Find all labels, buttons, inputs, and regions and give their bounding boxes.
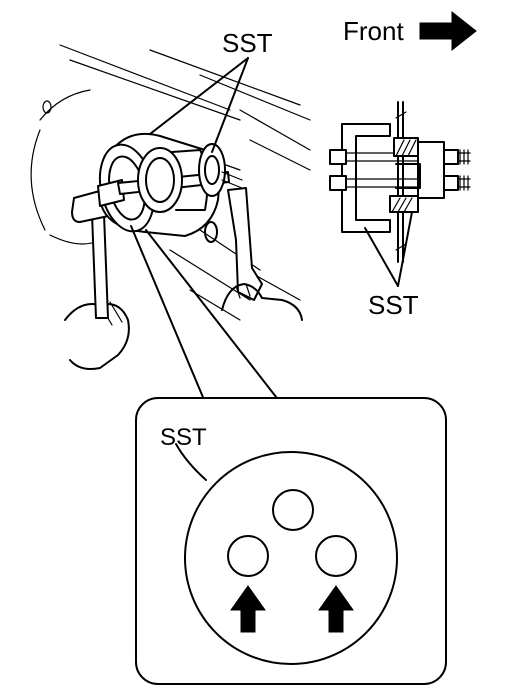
front-label: Front <box>343 16 404 46</box>
up-arrow-icon <box>230 585 266 633</box>
sst-tool-assembly <box>97 132 263 301</box>
vehicle-body-lines <box>30 44 311 321</box>
right-arrow-icon <box>419 10 477 52</box>
sst-label-top: SST <box>222 28 273 58</box>
up-arrow-icon <box>318 585 354 633</box>
right-hand <box>221 283 303 321</box>
sst-label-right: SST <box>368 290 419 320</box>
inset-detail <box>135 397 447 685</box>
cross-section-detail <box>329 101 471 287</box>
sst-top-leaders <box>149 57 249 153</box>
sst-label-inset: SST <box>160 424 207 451</box>
magnifier-leaders <box>130 225 281 403</box>
